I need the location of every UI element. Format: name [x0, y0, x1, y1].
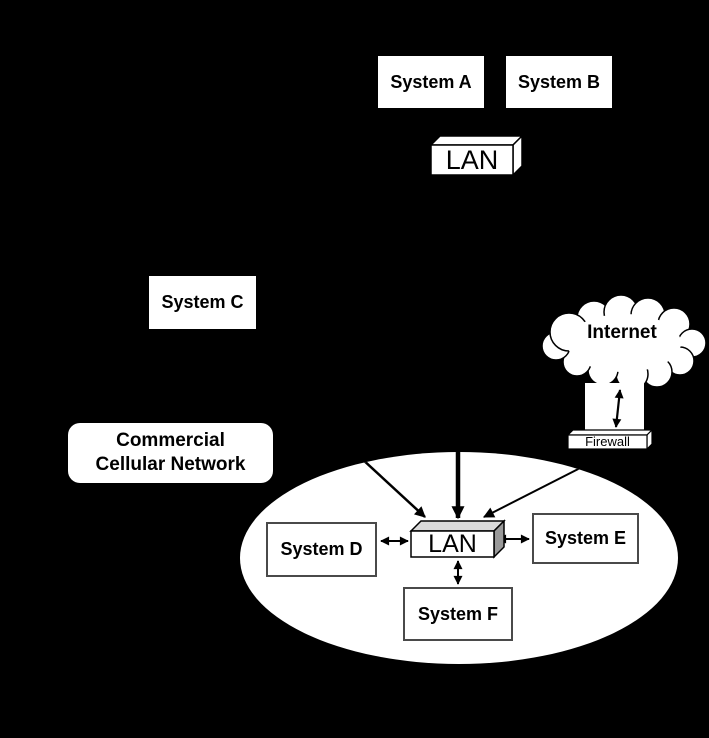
cellular-label-line2: Cellular Network — [95, 454, 246, 475]
internet-label: Internet — [587, 322, 657, 343]
lan-enclave-front-face — [410, 530, 495, 558]
node-system-b-label: System B — [517, 71, 601, 92]
cloud-interior — [567, 314, 681, 372]
arrow-from-upper-right — [483, 461, 593, 518]
node-system-d-label: System D — [280, 539, 363, 559]
node-system-e-label: System E — [544, 528, 627, 548]
node-system-b: System B — [505, 55, 613, 109]
lan-enclave-label: LAN — [428, 529, 477, 558]
node-system-f-label: System F — [417, 603, 499, 624]
lan-top-label: LAN — [445, 144, 499, 175]
enclave-ellipse — [240, 452, 678, 664]
node-system-c-label: System C — [161, 292, 244, 312]
node-system-d: System D — [266, 522, 377, 577]
lan-top-box-3d — [429, 134, 524, 177]
lan-enclave-box-3d — [409, 519, 506, 559]
node-system-a: System A — [377, 55, 485, 109]
node-system-a-label: System A — [390, 71, 472, 92]
node-system-c: System C — [148, 275, 257, 330]
lan-top-front-face — [430, 144, 514, 176]
cellular-label-line1: Commercial — [116, 430, 225, 451]
arrow-internet-firewall — [612, 389, 624, 428]
cloud-firewall-connector-panel — [585, 383, 644, 433]
firewall-front-face — [567, 434, 648, 450]
firewall-box-3d — [566, 428, 654, 451]
node-commercial-cellular-network: Commercial Cellular Network — [68, 423, 273, 483]
internet-cloud — [541, 294, 707, 391]
firewall-label: Firewall — [585, 434, 630, 449]
node-system-f: System F — [403, 587, 513, 641]
node-system-e: System E — [532, 513, 639, 564]
